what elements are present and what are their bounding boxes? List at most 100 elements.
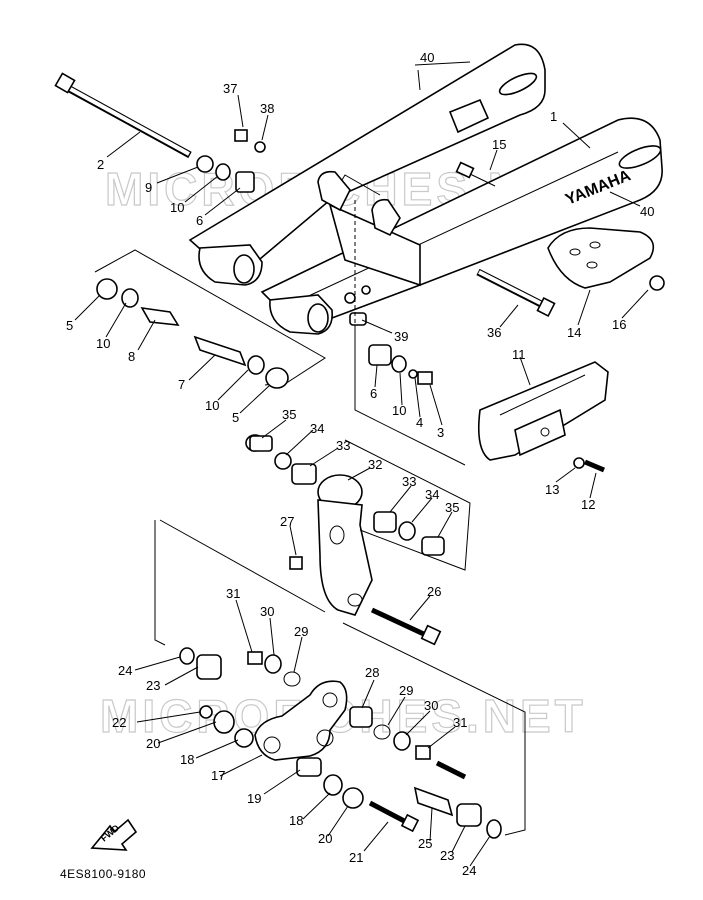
collar-part-31 xyxy=(247,651,263,665)
callout-37: 37 xyxy=(223,81,237,96)
collar-part-7 xyxy=(193,335,247,367)
callout-11: 11 xyxy=(512,347,526,362)
group-frame-relay xyxy=(344,439,471,571)
callout-5: 5 xyxy=(66,318,73,333)
collar-part-39 xyxy=(349,312,367,326)
callout-6b: 6 xyxy=(370,386,377,401)
seal-part-34 xyxy=(398,521,416,541)
callout-38: 38 xyxy=(260,101,274,116)
fwd-arrow-icon: FWD xyxy=(90,818,138,851)
callout-26: 26 xyxy=(427,584,441,599)
seal-part-10 xyxy=(391,355,407,373)
callout-10: 10 xyxy=(170,200,184,215)
seal-part-34 xyxy=(274,452,292,470)
callout-31b: 31 xyxy=(453,715,467,730)
bolt-part-26 xyxy=(370,607,442,646)
callout-29: 29 xyxy=(294,624,308,639)
grease-nipple-part-22 xyxy=(199,705,213,719)
callout-29b: 29 xyxy=(399,683,413,698)
callout-17: 17 xyxy=(211,768,225,783)
chain-guide-part-14 xyxy=(547,227,655,289)
callout-30b: 30 xyxy=(424,698,438,713)
callout-40: 40 xyxy=(420,50,434,65)
callout-36: 36 xyxy=(487,325,501,340)
seal-part-20 xyxy=(213,710,235,734)
swingarm-part-1: YAMAHA xyxy=(188,43,663,335)
bearing-part-23 xyxy=(456,803,482,827)
callout-2: 2 xyxy=(97,157,104,172)
nut-part-37 xyxy=(234,129,248,142)
diagram-code: 4ES8100-9180 xyxy=(60,867,146,881)
circlip-part-29 xyxy=(373,724,391,740)
callout-15: 15 xyxy=(492,137,506,152)
seal-part-24 xyxy=(486,819,502,839)
callout-33b: 33 xyxy=(402,474,416,489)
callout-19: 19 xyxy=(247,791,261,806)
bearing-part-28 xyxy=(349,706,373,728)
nut-part-27 xyxy=(289,556,303,570)
callout-32: 32 xyxy=(368,457,382,472)
callout-27: 27 xyxy=(280,514,294,529)
callout-10c: 10 xyxy=(205,398,219,413)
collar-part-31 xyxy=(415,745,431,760)
bolt-part-31b xyxy=(435,760,467,780)
collar-part-5 xyxy=(96,278,118,300)
callout-9: 9 xyxy=(145,180,152,195)
seal-part-30 xyxy=(264,654,282,674)
bearing-part-33 xyxy=(291,463,317,485)
callout-20b: 20 xyxy=(318,831,332,846)
callout-24b: 24 xyxy=(462,863,476,878)
seal-part-30 xyxy=(393,731,411,751)
callout-22: 22 xyxy=(112,715,126,730)
connecting-rod-part-17 xyxy=(254,680,348,761)
callout-23: 23 xyxy=(146,678,160,693)
bearing-part-33 xyxy=(373,511,397,533)
callout-33: 33 xyxy=(336,438,350,453)
callout-3: 3 xyxy=(437,425,444,440)
callout-8: 8 xyxy=(128,349,135,364)
collar-part-19 xyxy=(296,757,322,777)
callout-35: 35 xyxy=(282,407,296,422)
callout-5b: 5 xyxy=(232,410,239,425)
washer-part-4 xyxy=(408,369,418,379)
callout-16: 16 xyxy=(612,317,626,332)
callout-10d: 10 xyxy=(392,403,406,418)
callout-14: 14 xyxy=(567,325,581,340)
collar-part-35 xyxy=(421,536,445,556)
callout-12: 12 xyxy=(581,497,595,512)
pivot-bolt-part-2 xyxy=(54,72,192,159)
callout-31: 31 xyxy=(226,586,240,601)
washer-part-13 xyxy=(573,457,585,469)
bearing-part-6 xyxy=(368,344,392,366)
callout-30: 30 xyxy=(260,604,274,619)
callout-28: 28 xyxy=(365,665,379,680)
collar-part-9 xyxy=(196,155,214,173)
callout-1: 1 xyxy=(550,109,557,124)
seal-part-24 xyxy=(179,647,195,665)
washer-part-38 xyxy=(254,141,266,153)
bolt-part-21 xyxy=(368,800,420,833)
callout-34: 34 xyxy=(310,421,324,436)
callout-7: 7 xyxy=(178,377,185,392)
washer-part-39b xyxy=(361,285,371,295)
pivot-shaft-part-36 xyxy=(476,268,556,318)
callout-24: 24 xyxy=(118,663,132,678)
callout-6: 6 xyxy=(196,213,203,228)
collar-part-25 xyxy=(413,786,454,817)
callout-34b: 34 xyxy=(425,487,439,502)
bearing-part-18 xyxy=(234,728,254,748)
circlip-part-29 xyxy=(283,671,301,687)
relay-arm-part-32 xyxy=(317,474,373,616)
bearing-part-6 xyxy=(235,171,255,193)
callout-13: 13 xyxy=(545,482,559,497)
callout-35b: 35 xyxy=(445,500,459,515)
collar-part-5 xyxy=(265,367,289,389)
seal-part-20 xyxy=(342,787,364,809)
leader-lines xyxy=(74,61,649,867)
callout-39: 39 xyxy=(394,329,408,344)
nut-part-3 xyxy=(417,371,433,385)
callout-labels: 40 1 37 38 2 15 9 10 6 40 5 10 8 36 14 1… xyxy=(66,50,654,878)
chain-adjuster-part-11 xyxy=(477,361,609,461)
